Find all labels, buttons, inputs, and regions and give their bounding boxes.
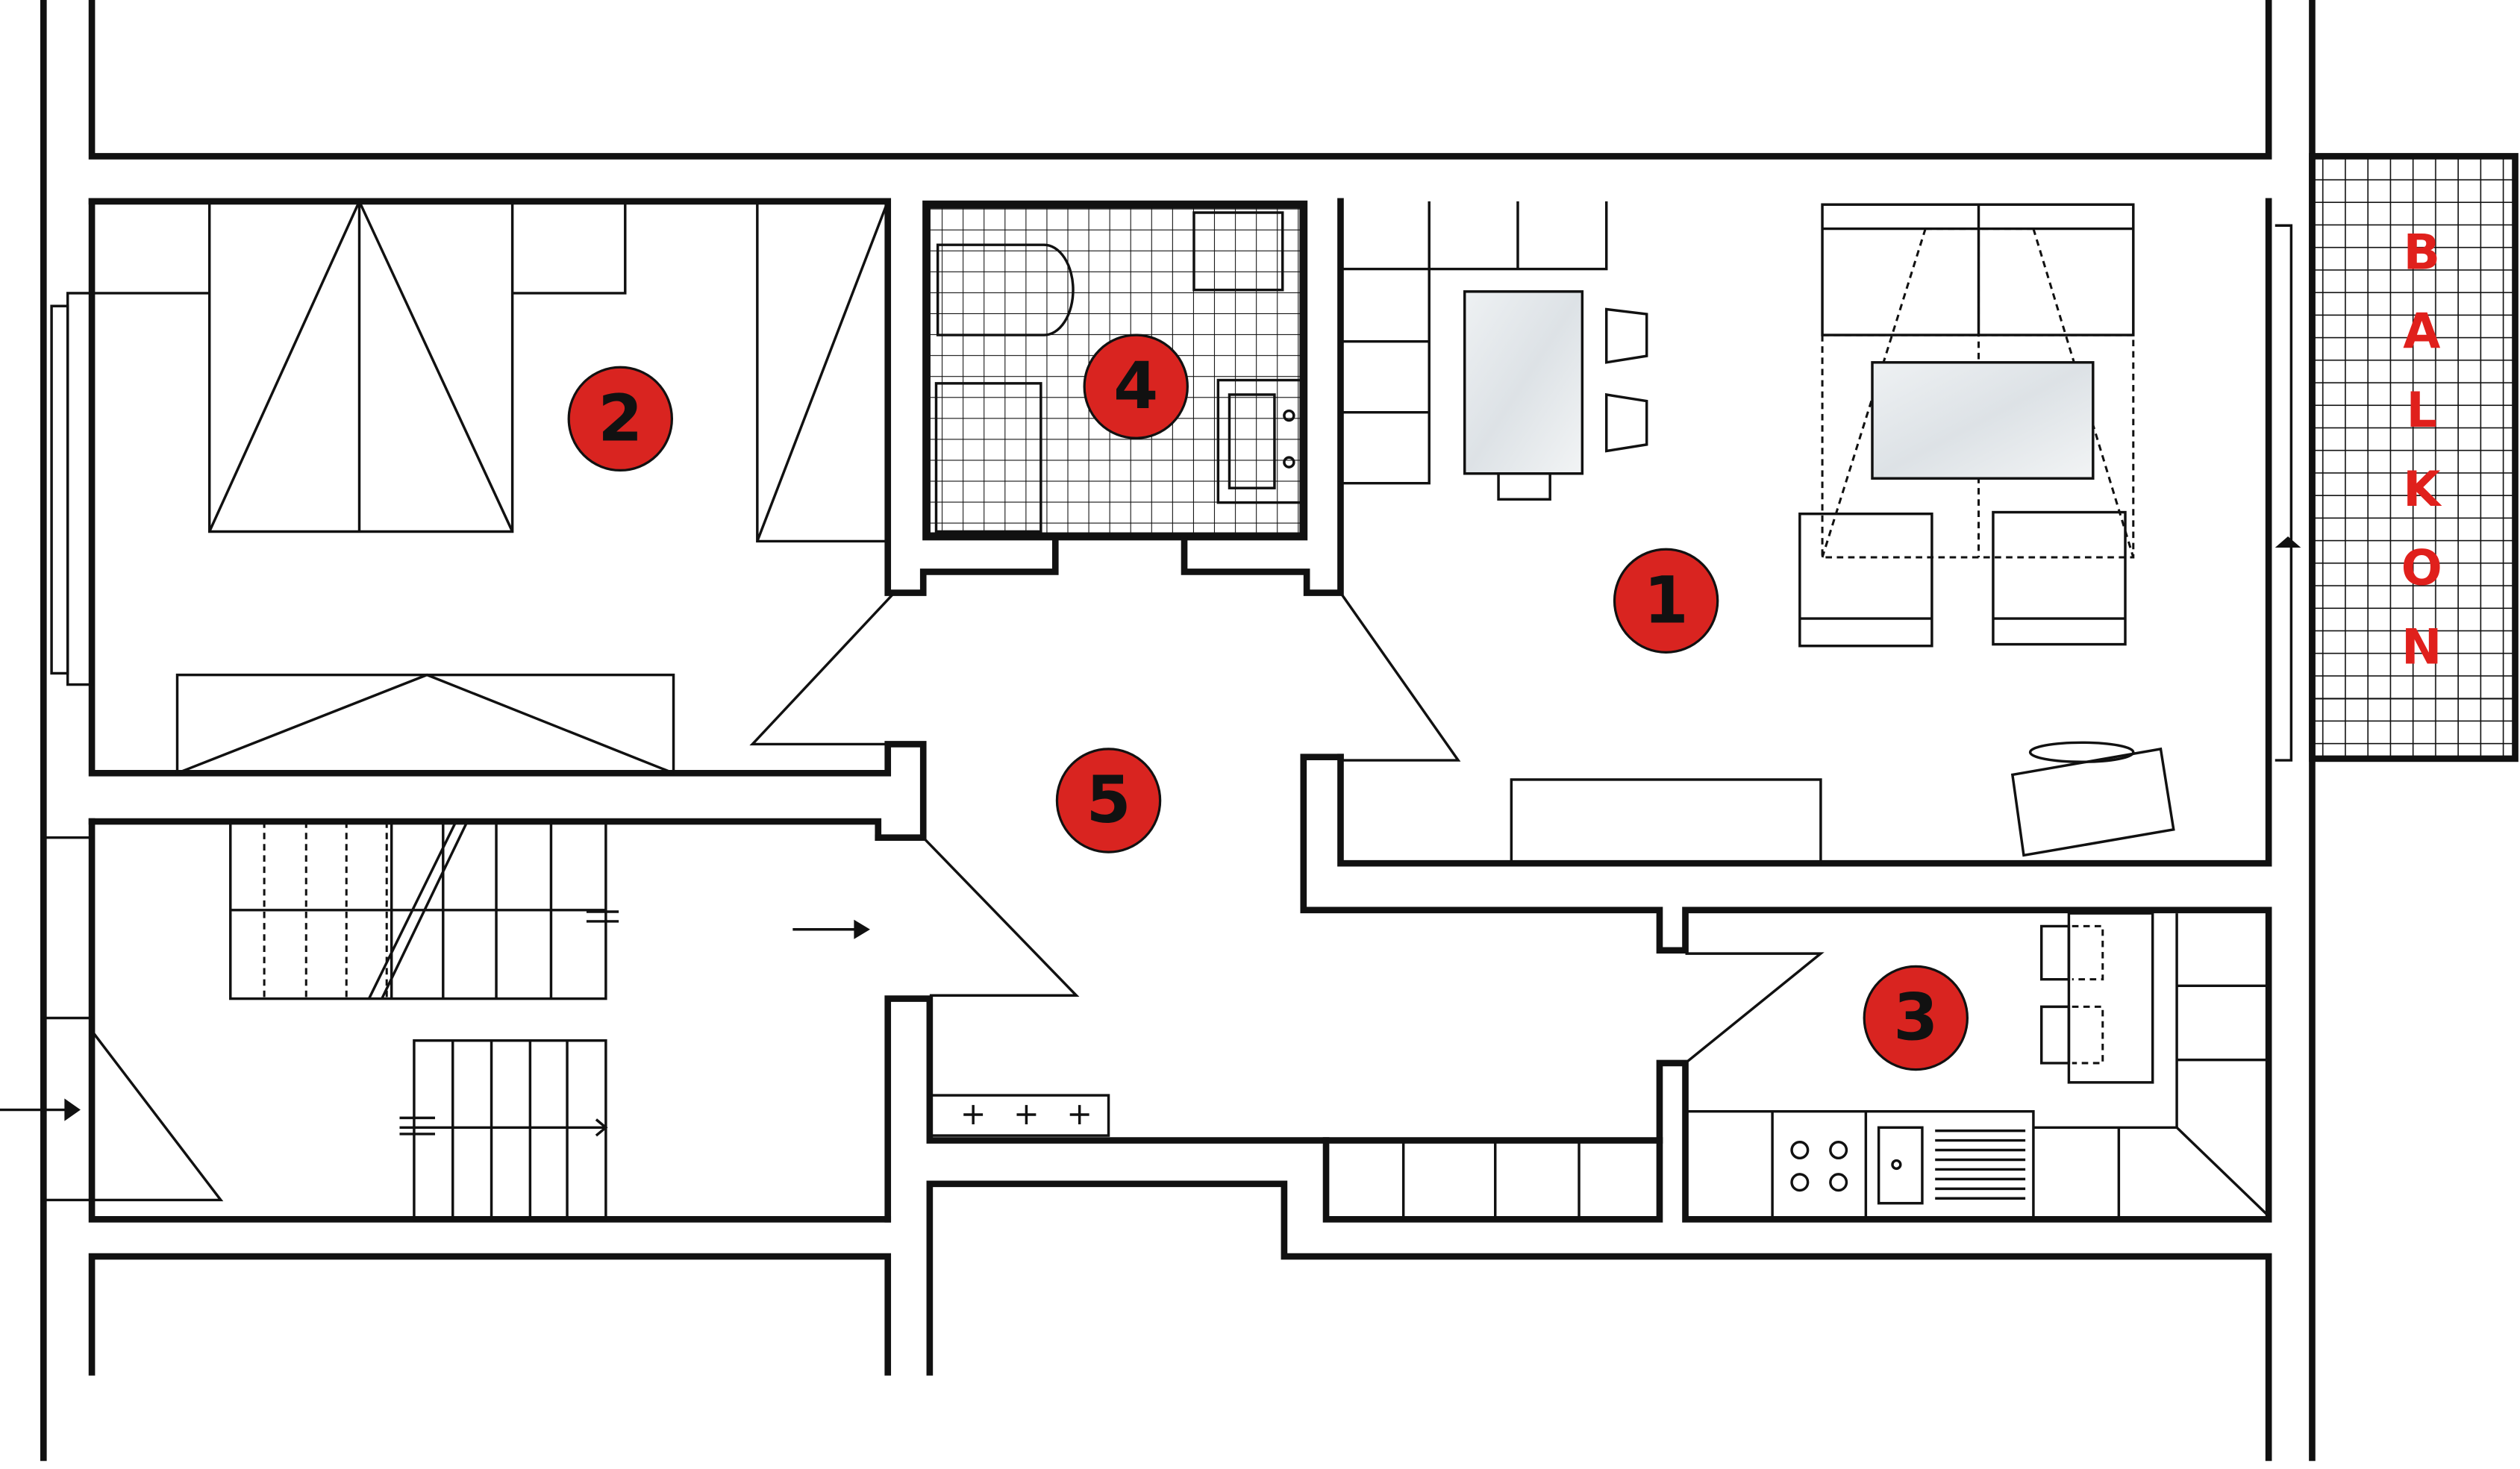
staircase-room <box>0 818 892 1223</box>
balcony-letter: O <box>2401 541 2442 597</box>
room-2-bedroom <box>50 198 1059 841</box>
room-number-2: 2 <box>598 381 642 456</box>
balcony-letter: L <box>2407 383 2437 439</box>
room-marker-2: 2 <box>567 366 674 472</box>
room-marker-3: 3 <box>1863 965 1969 1071</box>
room-marker-5: 5 <box>1055 748 1162 853</box>
room-number-1: 1 <box>1644 563 1689 638</box>
balcony-letter: A <box>2403 304 2440 360</box>
balcony-letter: N <box>2401 619 2442 675</box>
room-marker-1: 1 <box>1613 548 1719 654</box>
room-3-kitchen <box>1685 912 2270 1218</box>
room-number-4: 4 <box>1113 349 1158 424</box>
balcony-letter: B <box>2404 225 2440 281</box>
room-number-5: 5 <box>1086 763 1131 838</box>
room-number-3: 3 <box>1893 980 1938 1055</box>
room-1-living <box>1340 201 2301 865</box>
room-5-hall <box>749 198 2272 1223</box>
room-marker-4: 4 <box>1083 333 1189 439</box>
balcony-letter: K <box>2403 462 2442 518</box>
